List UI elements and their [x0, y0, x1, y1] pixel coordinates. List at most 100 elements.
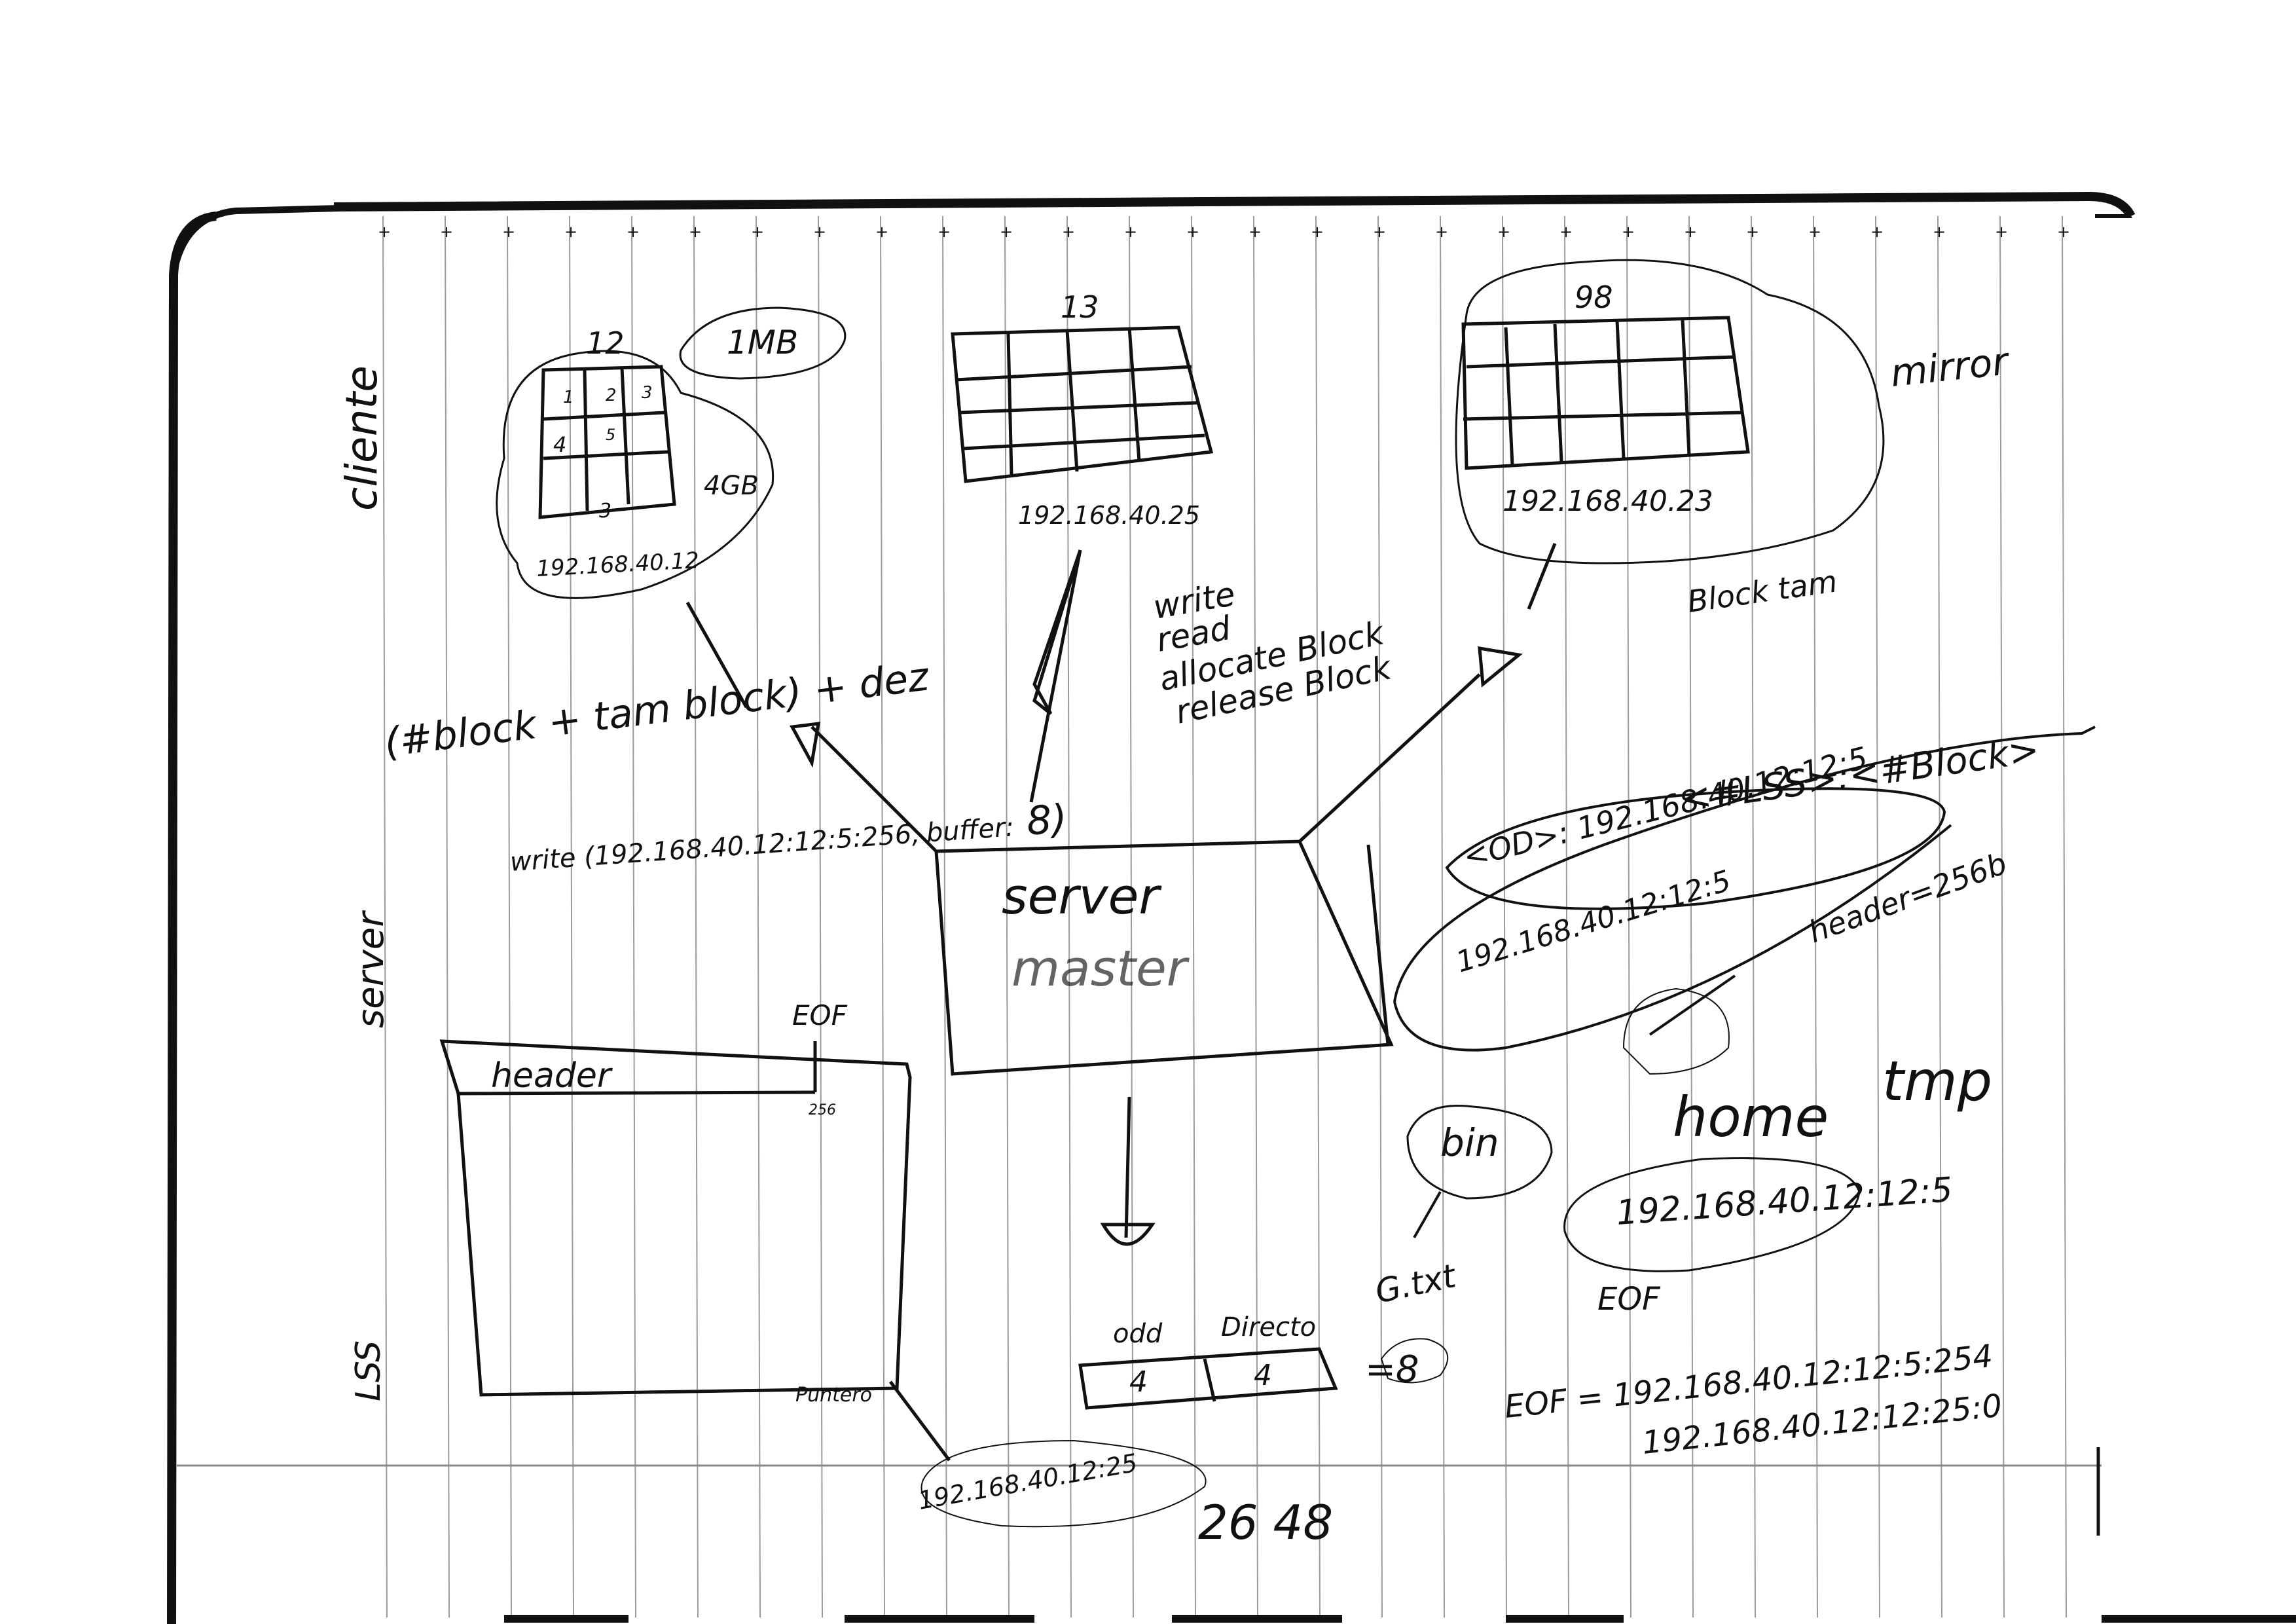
- dir-label-odd: odd: [1113, 1319, 1163, 1349]
- client-13-link: [1029, 549, 1082, 803]
- ruled-line-20: [1626, 215, 1631, 1618]
- header-divider: [458, 1090, 816, 1096]
- ruled-line-13: [1191, 215, 1196, 1618]
- ip-big-oval: [1393, 726, 2096, 1052]
- ruled-line-23: [1813, 215, 1818, 1618]
- dir-tmp: tmp: [1882, 1049, 1992, 1113]
- ruled-line-tick: +: [1995, 223, 2008, 241]
- tag-1mb-outline: [679, 306, 847, 380]
- client-12-link: [685, 601, 748, 709]
- ruled-line-24: [1875, 215, 1880, 1618]
- ruled-line-tick: +: [1062, 223, 1075, 241]
- ruled-line-tick: +: [1559, 223, 1573, 241]
- client-13-ip: 192.168.40.25: [1018, 501, 1200, 530]
- header-note: header=256b: [1804, 845, 2011, 950]
- mirror-cloud: [1455, 259, 1885, 564]
- ruled-line-27: [2062, 215, 2067, 1618]
- ruled-line-8: [880, 215, 885, 1618]
- client-98-number: 98: [1575, 280, 1613, 315]
- ip-oval: [1563, 1157, 1861, 1272]
- dir-home: home: [1673, 1085, 1829, 1149]
- mirror-label: mirror: [1888, 339, 2012, 396]
- client-13: [951, 325, 1214, 803]
- file-eof: EOF: [1597, 1281, 1661, 1318]
- ruled-line-10: [1004, 215, 1010, 1618]
- ruled-line-7: [818, 215, 823, 1618]
- tag-1mb: 1MB: [727, 323, 798, 361]
- ruled-line-tick: +: [1373, 223, 1386, 241]
- ruled-line-tick: +: [1124, 223, 1137, 241]
- client-12-grid: [538, 365, 676, 519]
- header-label: header: [491, 1056, 613, 1096]
- client-12-cell-4: 4: [553, 432, 566, 457]
- ruled-line-0: [382, 215, 388, 1618]
- ruled-line-22: [1751, 215, 1756, 1618]
- dir-cell-1: 4: [1129, 1365, 1148, 1399]
- od-line: <OD>: 192.168.40.12:12:5: [1460, 740, 1871, 875]
- ruled-line-tick: +: [1622, 223, 1635, 241]
- write-call: write (192.168.40.12:12:5:256,buffer:8): [508, 796, 1068, 881]
- ruled-line-1: [445, 215, 450, 1618]
- arrow-to-client-12: [790, 722, 938, 853]
- ruled-line-2: [507, 215, 512, 1618]
- size-note: 256: [809, 1102, 836, 1118]
- client-13-grid: [951, 325, 1214, 483]
- server-line-1: server: [1002, 867, 1162, 925]
- server-box: [790, 673, 1481, 1246]
- ruled-line-tick: +: [627, 223, 640, 241]
- directory-table: [1078, 1338, 1449, 1410]
- client-12-cell-2: 2: [606, 386, 617, 405]
- client-98-link: [1478, 543, 1557, 688]
- client-12-cloud: [496, 350, 774, 599]
- ruled-line-26: [1999, 215, 2005, 1618]
- client-98: [1455, 259, 1885, 688]
- client-12-number: 12: [586, 325, 625, 361]
- protocol-shapes: [1393, 726, 2096, 1075]
- file-ip: 192.168.40.12:12:5: [1615, 1170, 1954, 1233]
- write-call-prefix: write (192.168.: [509, 834, 711, 877]
- write-call-middle: 40.12:12:5:256,: [710, 819, 921, 863]
- ruled-line-tick: +: [1808, 223, 1821, 241]
- file-bin: bin: [1440, 1120, 1499, 1165]
- ruled-line-11: [1066, 215, 1072, 1618]
- ruled-line-17: [1440, 215, 1445, 1618]
- dir-equals: =8: [1365, 1348, 1419, 1391]
- ruled-line-tick: +: [751, 223, 764, 241]
- label-lss: LSS: [349, 1340, 388, 1401]
- ruled-line-tick: +: [1870, 223, 1884, 241]
- ruled-line-19: [1564, 215, 1569, 1618]
- ruled-line-tick: +: [378, 223, 391, 241]
- ruled-line-tick: +: [1311, 223, 1324, 241]
- ip-line: 192.168.40.12:12:5: [1452, 864, 1734, 979]
- pointer-label: Puntero: [795, 1384, 872, 1407]
- page-border: [167, 191, 2136, 1624]
- ruled-line-3: [569, 215, 574, 1618]
- eof-label: EOF: [792, 999, 848, 1031]
- block-call: (#block + tam block) + dez: [382, 654, 932, 766]
- ruled-line-tick: +: [1746, 223, 1759, 241]
- lss-box: [439, 1039, 1207, 1528]
- ruled-line-tick: +: [2057, 223, 2070, 241]
- block-tam-label: Block tam: [1685, 563, 1839, 619]
- label-cliente: cliente: [337, 365, 387, 511]
- client-12-cell-3: 3: [642, 383, 653, 403]
- ruled-line-18: [1502, 215, 1507, 1618]
- tag-4gb: 4GB: [704, 471, 759, 501]
- ruled-line-tick: +: [1684, 223, 1697, 241]
- client-12-cell-1: 1: [563, 388, 574, 407]
- ruled-line-9: [942, 215, 947, 1618]
- ruled-line-15: [1315, 215, 1321, 1618]
- ruled-line-4: [631, 215, 636, 1618]
- ruled-line-tick: +: [689, 223, 702, 241]
- client-12-cell-6: 3: [599, 500, 611, 523]
- dir-cell-2: 4: [1254, 1359, 1272, 1392]
- label-server: server: [350, 910, 392, 1028]
- file-txt: G.txt: [1372, 1257, 1460, 1311]
- ruled-line-tick: +: [1186, 223, 1199, 241]
- header-slash: [1649, 974, 1736, 1036]
- ruled-line-5: [693, 215, 699, 1618]
- ruled-line-12: [1129, 215, 1134, 1618]
- ruled-line-6: [756, 215, 761, 1618]
- ruled-line-tick: +: [1933, 223, 1946, 241]
